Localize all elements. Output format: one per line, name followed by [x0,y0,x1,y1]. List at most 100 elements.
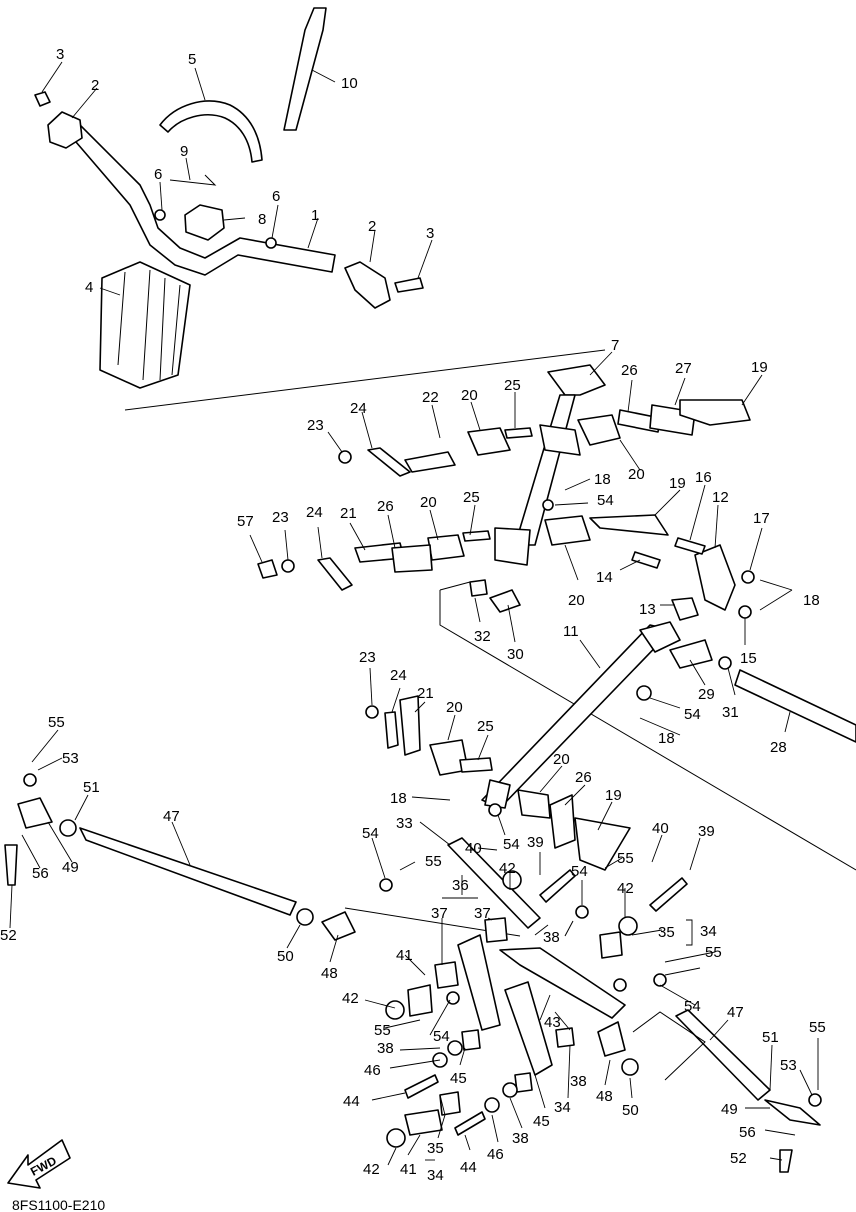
callout-6: 6 [154,166,162,183]
callout-8: 8 [258,211,266,228]
callout-56: 56 [32,865,49,882]
callout-21: 21 [417,685,434,702]
callout-20: 20 [446,699,463,716]
callout-46: 46 [364,1062,381,1079]
callout-54: 54 [684,998,701,1015]
callout-55: 55 [374,1022,391,1039]
callout-18: 18 [390,790,407,807]
callout-5: 5 [188,51,196,68]
callout-37: 37 [431,905,448,922]
callout-52: 52 [0,927,17,944]
callout-27: 27 [675,360,692,377]
callout-20: 20 [461,387,478,404]
callout-35: 35 [658,924,675,941]
callout-42: 42 [363,1161,380,1178]
callout-53: 53 [780,1057,797,1074]
callout-28: 28 [770,739,787,756]
callout-42: 42 [342,990,359,1007]
callout-55: 55 [425,853,442,870]
callout-33: 33 [396,815,413,832]
callout-44: 44 [343,1093,360,1110]
callout-24: 24 [350,400,367,417]
callout-38: 38 [570,1073,587,1090]
callout-20: 20 [553,751,570,768]
callout-38: 38 [377,1040,394,1057]
callout-54: 54 [571,863,588,880]
callout-18: 18 [594,471,611,488]
callout-23: 23 [272,509,289,526]
callout-53: 53 [62,750,79,767]
handlebar-assembly [34,7,424,389]
callout-54: 54 [503,836,520,853]
callout-29: 29 [698,686,715,703]
fwd-arrow-icon: FWD [7,1139,71,1189]
callout-1: 1 [311,207,319,224]
callout-25: 25 [477,718,494,735]
callout-23: 23 [307,417,324,434]
callout-26: 26 [575,769,592,786]
callout-23: 23 [359,649,376,666]
callout-20: 20 [628,466,645,483]
callout-57: 57 [237,513,254,530]
callout-19: 19 [751,359,768,376]
callout-39: 39 [527,834,544,851]
callout-2: 2 [91,77,99,94]
steering-shaft-assembly [4,621,856,1173]
callout-50: 50 [277,948,294,965]
callout-43: 43 [544,1014,561,1031]
callout-32: 32 [474,628,491,645]
callout-55: 55 [705,944,722,961]
callout-54: 54 [433,1028,450,1045]
callout-55: 55 [617,850,634,867]
callout-49: 49 [721,1101,738,1118]
callout-26: 26 [377,498,394,515]
callout-18: 18 [803,592,820,609]
callout-19: 19 [605,787,622,804]
callout-24: 24 [306,504,323,521]
callout-34: 34 [554,1099,571,1116]
callout-labels: 1 2 2 3 3 4 5 6 6 7 8 9 10 11 12 13 14 1… [0,46,826,1184]
callout-54: 54 [597,492,614,509]
callout-25: 25 [463,489,480,506]
callout-4: 4 [85,279,93,296]
steering-column-assembly [257,364,751,621]
callout-9: 9 [180,143,188,160]
callout-20: 20 [568,592,585,609]
callout-42: 42 [617,880,634,897]
callout-2: 2 [368,218,376,235]
callout-51: 51 [83,779,100,796]
callout-35: 35 [427,1140,444,1157]
callout-47: 47 [727,1004,744,1021]
callout-50: 50 [622,1102,639,1119]
callout-47: 47 [163,808,180,825]
callout-3: 3 [56,46,64,63]
callout-7: 7 [611,337,619,354]
callout-45: 45 [450,1070,467,1087]
leader-lines [9,61,819,1166]
callout-13: 13 [639,601,656,618]
callout-55: 55 [809,1019,826,1036]
callout-3: 3 [426,225,434,242]
callout-37: 37 [474,905,491,922]
callout-21: 21 [340,505,357,522]
detail-outline-mid [439,581,856,871]
callout-34: 34 [427,1167,444,1184]
callout-55: 55 [48,714,65,731]
callout-20: 20 [420,494,437,511]
callout-24: 24 [390,667,407,684]
callout-41: 41 [400,1161,417,1178]
callout-54: 54 [684,706,701,723]
callout-52: 52 [730,1150,747,1167]
callout-12: 12 [712,489,729,506]
callout-49: 49 [62,859,79,876]
callout-40: 40 [465,840,482,857]
callout-44: 44 [460,1159,477,1176]
callout-31: 31 [722,704,739,721]
callout-41: 41 [396,947,413,964]
callout-51: 51 [762,1029,779,1046]
callout-30: 30 [507,646,524,663]
callout-25: 25 [504,377,521,394]
callout-45: 45 [533,1113,550,1130]
pitman-arm-linkage [23,499,822,1148]
